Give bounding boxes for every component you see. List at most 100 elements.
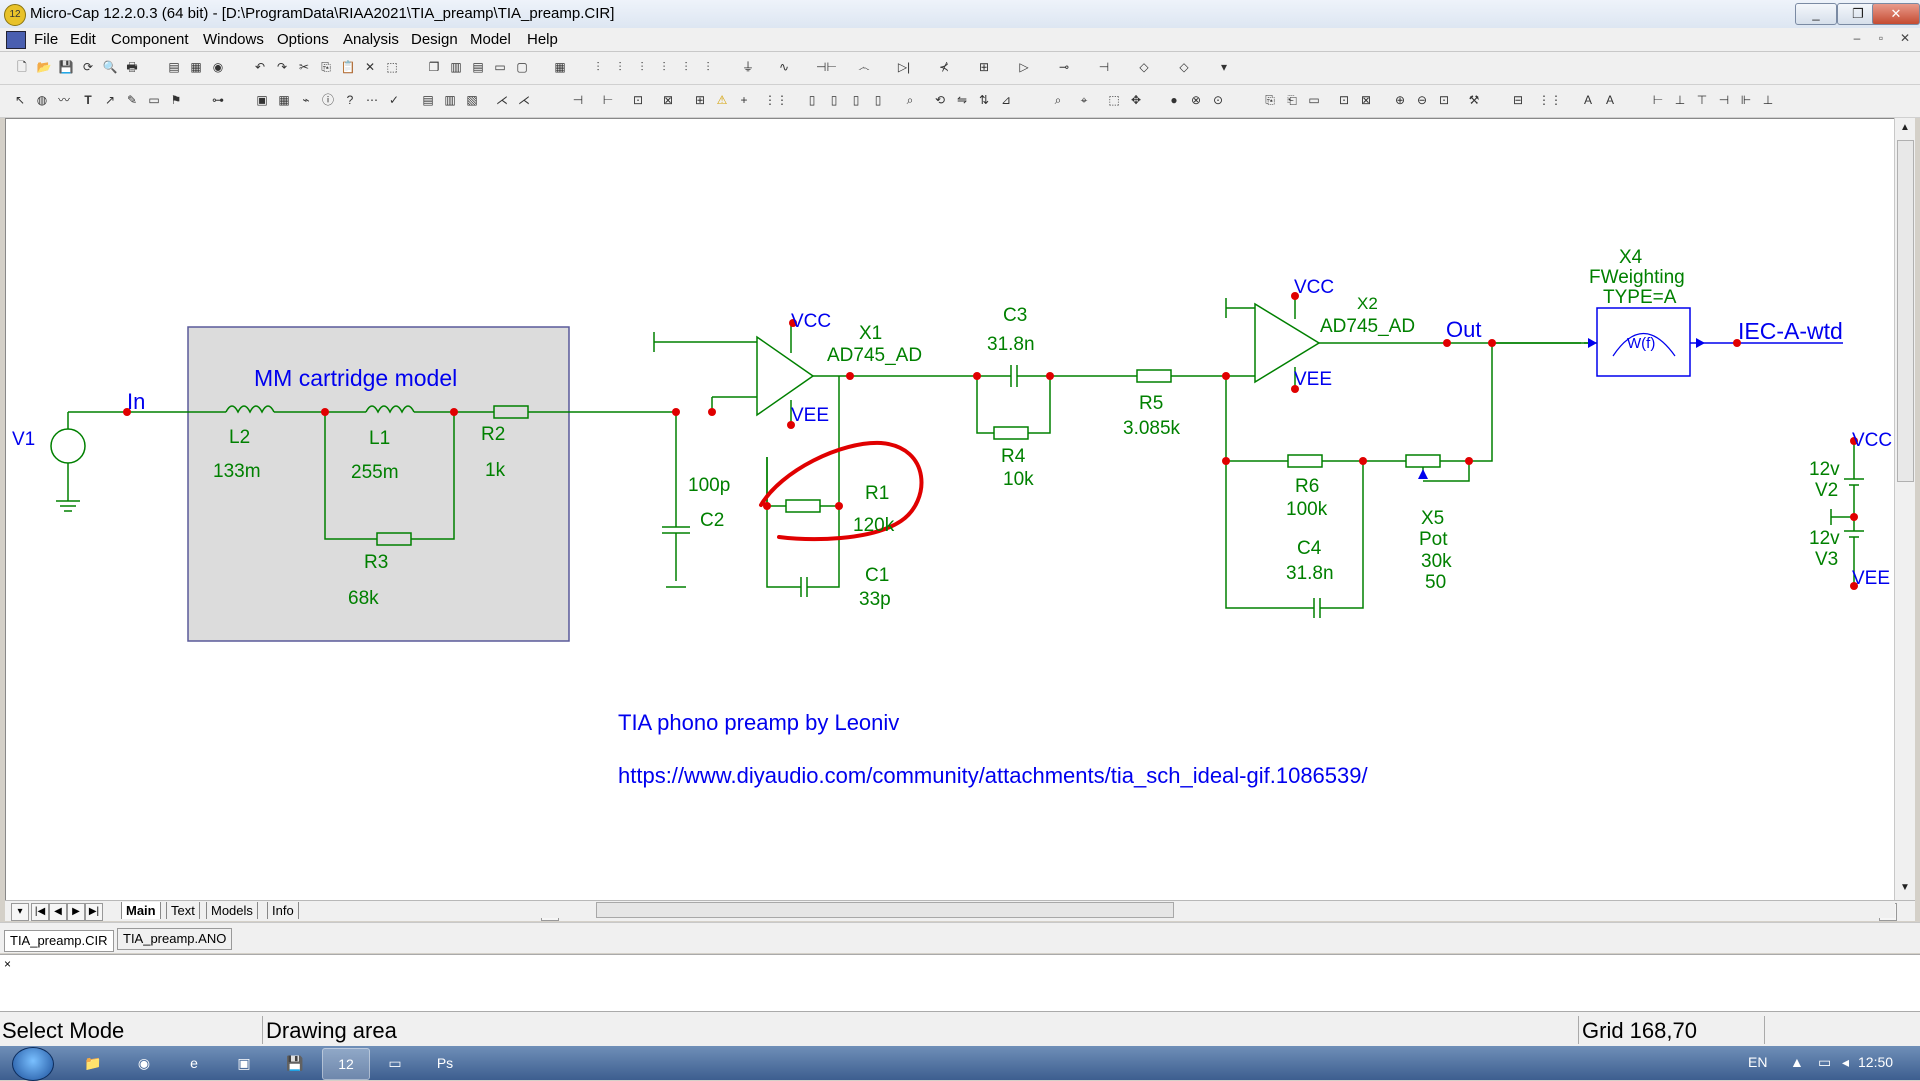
micro-cap-icon[interactable]: 12: [4, 4, 26, 26]
menu-windows[interactable]: Windows: [203, 31, 264, 48]
menu-analysis[interactable]: Analysis: [343, 31, 399, 48]
check-icon[interactable]: ✓: [388, 93, 400, 107]
save-app-taskbar-icon[interactable]: 💾: [286, 1055, 304, 1071]
copy-icon[interactable]: ⎘: [321, 60, 331, 74]
flag-icon[interactable]: ⚑: [170, 93, 182, 107]
reload-icon[interactable]: ⟳: [82, 60, 94, 74]
photoshop-taskbar-icon[interactable]: Ps: [436, 1055, 454, 1071]
font-icon[interactable]: A: [1583, 93, 1592, 107]
probe2-icon[interactable]: ⌖: [1080, 93, 1088, 107]
file-tab-ano[interactable]: TIA_preamp.ANO: [117, 928, 233, 950]
app-taskbar-icon[interactable]: ▣: [237, 1055, 251, 1071]
node-voltages-icon[interactable]: ⋌: [496, 93, 508, 107]
component-mode-icon[interactable]: ◍: [36, 93, 48, 107]
grid-dots-icon[interactable]: ⋮⋮: [764, 93, 788, 107]
prev-tab-icon[interactable]: ◀: [49, 903, 67, 921]
delete-icon[interactable]: ✕: [364, 60, 376, 74]
pin-connection-icon[interactable]: ⊡: [632, 93, 644, 107]
clock[interactable]: 12:50: [1858, 1054, 1894, 1070]
source-icon[interactable]: ◇: [1139, 60, 1149, 74]
scroll-up-icon[interactable]: ▲: [1900, 122, 1910, 133]
clear-icon[interactable]: ⊠: [1360, 93, 1372, 107]
cross-icon[interactable]: +: [740, 93, 748, 107]
fit-icon[interactable]: ⬚: [1108, 93, 1120, 107]
next-tab-icon[interactable]: ▶: [67, 903, 85, 921]
more-icon[interactable]: ▾: [1220, 60, 1228, 74]
start-button[interactable]: [12, 1047, 54, 1081]
mdi-close-button[interactable]: ✕: [1899, 31, 1911, 45]
align-center-icon[interactable]: ⊥: [1674, 93, 1686, 107]
volume-icon[interactable]: ◂: [1842, 1054, 1850, 1070]
tray-expand-icon[interactable]: ▲: [1790, 1054, 1804, 1070]
print-icon[interactable]: 🖶: [126, 60, 138, 74]
capacitor-icon[interactable]: ⊣⊢: [816, 60, 837, 74]
horizontal-scroll-thumb[interactable]: [596, 902, 1174, 918]
chrome-taskbar-icon[interactable]: ◉: [137, 1055, 151, 1071]
align-left-icon[interactable]: ⊢: [1652, 93, 1664, 107]
text-style-icon[interactable]: A: [1605, 93, 1614, 107]
scroll-down-icon[interactable]: ▼: [1900, 882, 1910, 893]
maximize-icon[interactable]: ▢: [516, 60, 528, 74]
align-top-icon[interactable]: ⊤: [1696, 93, 1708, 107]
rotate-icon[interactable]: ⟲: [934, 93, 946, 107]
folder-icon[interactable]: ▭: [1308, 93, 1320, 107]
picture-icon[interactable]: ▣: [256, 93, 268, 107]
condition-icon[interactable]: ⊢: [602, 93, 614, 107]
warning-icon[interactable]: ⚠: [716, 93, 728, 107]
zoom-out-icon[interactable]: ⊖: [1416, 93, 1428, 107]
component-panel-icon[interactable]: ▤: [168, 60, 180, 74]
new-file-icon[interactable]: 🗋: [17, 60, 27, 74]
sheet-tab-main[interactable]: Main: [121, 902, 161, 919]
document-icon[interactable]: [6, 31, 26, 49]
ground-icon[interactable]: ⏚: [741, 60, 754, 74]
flip-icon[interactable]: ⇅: [978, 93, 990, 107]
network-icon[interactable]: ▭: [1818, 1054, 1832, 1070]
macro-icon[interactable]: ⊡: [1338, 93, 1350, 107]
menu-edit[interactable]: Edit: [70, 31, 96, 48]
transistor-icon[interactable]: ⊀: [938, 60, 950, 74]
step-icon[interactable]: ⊿: [1000, 93, 1012, 107]
undo-icon[interactable]: ↶: [254, 60, 266, 74]
table-icon[interactable]: ▦: [278, 93, 290, 107]
pin-names-icon[interactable]: ▥: [444, 93, 456, 107]
schematic-canvas[interactable]: V1 In MM cartridge model L2 133m L1 255m…: [5, 118, 1895, 902]
info-icon[interactable]: ⓘ: [321, 93, 334, 107]
grid-icon[interactable]: ⋯: [366, 93, 378, 107]
battery-icon[interactable]: ⊣: [1098, 60, 1110, 74]
save-icon[interactable]: 💾: [58, 60, 74, 74]
power-icon[interactable]: ⊣: [572, 93, 584, 107]
page4-icon[interactable]: ▯: [874, 93, 882, 107]
close-command-icon[interactable]: ×: [4, 957, 12, 971]
distribute-icon[interactable]: ⋮⋮: [1538, 93, 1562, 107]
language-indicator[interactable]: EN: [1748, 1054, 1768, 1070]
micro-cap-taskbar-icon[interactable]: 12: [322, 1048, 370, 1080]
current-icon[interactable]: ⋌: [518, 93, 530, 107]
help-icon[interactable]: ?: [346, 93, 354, 107]
resistor-icon[interactable]: ∿: [778, 60, 790, 74]
parts-icon[interactable]: ▦: [190, 60, 202, 74]
sheet-tab-info[interactable]: Info: [267, 902, 299, 919]
mirror-icon[interactable]: ⇋: [956, 93, 968, 107]
open-icon[interactable]: 📂: [36, 60, 52, 74]
switch-icon[interactable]: ⊸: [1058, 60, 1070, 74]
menu-options[interactable]: Options: [277, 31, 329, 48]
command-area[interactable]: ×: [0, 954, 1920, 1012]
ie-taskbar-icon[interactable]: e: [190, 1055, 198, 1071]
menu-design[interactable]: Design: [411, 31, 458, 48]
bus-icon[interactable]: ✎: [126, 93, 138, 107]
vertical-scroll-thumb[interactable]: [1897, 140, 1914, 482]
explorer-taskbar-icon[interactable]: 📁: [84, 1055, 102, 1071]
link-icon[interactable]: ⌁: [302, 93, 310, 107]
pan-icon[interactable]: ✥: [1130, 93, 1142, 107]
file-tab-cir[interactable]: TIA_preamp.CIR: [4, 930, 114, 952]
mosfet-icon[interactable]: ⊞: [978, 60, 990, 74]
folder-taskbar-icon[interactable]: ▭: [388, 1055, 402, 1071]
sheet-tab-models[interactable]: Models: [206, 902, 258, 919]
dots-icon[interactable]: ⊙: [1212, 93, 1224, 107]
opamp-icon[interactable]: ▷: [1019, 60, 1029, 74]
horizontal-scrollbar[interactable]: [540, 902, 1895, 918]
page-icon[interactable]: ▯: [808, 93, 816, 107]
tile-vertical-icon[interactable]: ▥: [450, 60, 462, 74]
align-icon[interactable]: ⊟: [1512, 93, 1524, 107]
node-numbers-icon[interactable]: ▧: [466, 93, 478, 107]
